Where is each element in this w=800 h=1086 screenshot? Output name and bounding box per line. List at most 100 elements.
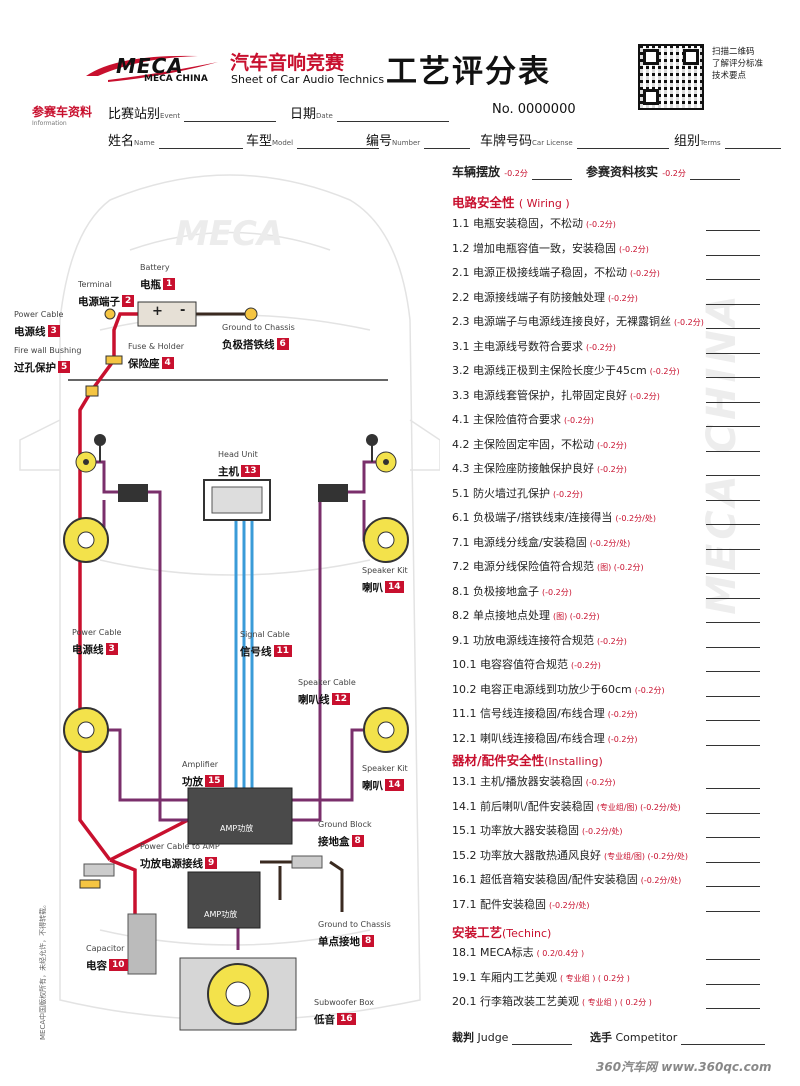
score-blank-line[interactable] (706, 254, 760, 256)
checklist-item[interactable]: 6.1 负极端子/搭铁线束/连接得当(-0.2分/处) (452, 511, 656, 526)
checklist-item[interactable]: 10.1 电容容值符合规范(-0.2分) (452, 658, 601, 673)
checklist-item[interactable]: 2.2 电源接线端子有防接触处理(-0.2分) (452, 291, 638, 306)
checklist-item[interactable]: 10.2 电容正电源线到功放少于60cm(-0.2分) (452, 683, 665, 698)
checklist-item[interactable]: 4.2 主保险固定牢固，不松动(-0.2分) (452, 438, 627, 453)
checklist-item-label: 11.1 信号线连接稳固/布线合理 (452, 707, 605, 720)
date-label-en: Date (316, 112, 333, 120)
checklist-item[interactable]: 15.2 功率放大器散热通风良好(专业组/图) (-0.2分/处) (452, 849, 688, 864)
checklist-item[interactable]: 2.3 电源端子与电源线连接良好，无裸露铜丝(-0.2分) (452, 315, 704, 330)
checklist-item[interactable]: 2.1 电源正极接线端子稳固，不松动(-0.2分) (452, 266, 660, 281)
score-blank-line[interactable] (706, 450, 760, 452)
score-blank-line[interactable] (706, 279, 760, 280)
checklist-item[interactable]: 19.1 车厢内工艺美观( 专业组 ) ( 0.2分 ) (452, 971, 630, 986)
check-parking[interactable]: 车辆摆放 -0.2分 (452, 163, 572, 180)
label-num: 12 (331, 692, 351, 705)
checklist-item[interactable]: 8.2 单点接地点处理(图) (-0.2分) (452, 609, 600, 624)
checklist-item[interactable]: 4.1 主保险值符合要求(-0.2分) (452, 413, 594, 428)
score-blank-line[interactable] (706, 861, 760, 863)
score-blank-line[interactable] (706, 426, 760, 427)
score-blank-line[interactable] (706, 983, 760, 985)
date-field[interactable]: 日期Date (290, 103, 449, 122)
checklist-item[interactable]: 9.1 功放电源线连接符合规范(-0.2分) (452, 634, 627, 649)
checklist-item[interactable]: 3.3 电源线套管保护，扎带固定良好(-0.2分) (452, 389, 660, 404)
check-verify[interactable]: 参赛资料核实 -0.2分 (586, 163, 740, 180)
label-num: 3 (47, 324, 60, 337)
score-blank-line[interactable] (706, 597, 760, 599)
checklist-item[interactable]: 18.1 MECA标志( 0.2/0.4分 ) (452, 946, 584, 961)
checklist-item[interactable]: 11.1 信号线连接稳固/布线合理(-0.2分) (452, 707, 638, 722)
score-blank-line[interactable] (706, 377, 760, 378)
qr-code[interactable] (638, 44, 704, 110)
score-blank-line[interactable] (706, 573, 760, 574)
label-cn: 功放电源接线 (140, 858, 203, 870)
score-blank-line[interactable] (706, 886, 760, 887)
score-blank-line[interactable] (706, 622, 760, 623)
checklist-item[interactable]: 7.2 电源分线保险值符合规范(图) (-0.2分) (452, 560, 644, 575)
score-blank-line[interactable] (706, 328, 760, 329)
score-blank-line[interactable] (706, 695, 760, 697)
checklist-item[interactable]: 3.2 电源线正极到主保险长度少于45cm(-0.2分) (452, 364, 680, 379)
score-blank-line[interactable] (706, 401, 760, 403)
score-blank-line[interactable] (706, 837, 760, 838)
label-cn: 电源端子 (78, 296, 120, 308)
score-blank-line[interactable] (706, 788, 760, 789)
score-blank-line[interactable] (706, 475, 760, 476)
score-blank-line[interactable] (706, 959, 760, 960)
crossover-right (318, 484, 348, 502)
checklist-item-label: 5.1 防火墙过孔保护 (452, 486, 550, 500)
score-blank-line[interactable] (706, 352, 760, 354)
score-blank-line[interactable] (706, 910, 760, 912)
score-blank-line[interactable] (706, 230, 760, 231)
label-num: 3 (105, 642, 118, 655)
score-blank-line[interactable] (706, 646, 760, 648)
checklist-item[interactable]: 16.1 超低音箱安装稳固/配件安装稳固(-0.2分/处) (452, 873, 681, 888)
number-field[interactable]: 编号Number (366, 130, 471, 149)
checklist-item[interactable]: 13.1 主机/播放器安装稳固(-0.2分) (452, 775, 616, 790)
checklist-item-label: 15.1 功率放大器安装稳固 (452, 824, 579, 837)
checklist-item-deduction: (-0.2分) (585, 778, 616, 787)
score-blank-line[interactable] (706, 812, 760, 814)
checklist-item[interactable]: 15.1 功率放大器安装稳固(-0.2分/处) (452, 824, 623, 839)
score-blank-line[interactable] (706, 1008, 760, 1009)
checklist-item-deduction: (-0.2分) (571, 661, 601, 670)
checklist-item[interactable]: 20.1 行李箱改装工艺美观( 专业组 ) ( 0.2分 ) (452, 995, 652, 1010)
label-num: 15 (205, 774, 224, 787)
competitor-field[interactable]: 选手 Competitor (590, 1029, 765, 1045)
checklist-item[interactable]: 17.1 配件安装稳固(-0.2分/处) (452, 898, 590, 913)
amplifier-bottom (187, 871, 261, 929)
checklist-item[interactable]: 1.1 电瓶安装稳固，不松动(-0.2分) (452, 217, 616, 232)
name-field[interactable]: 姓名Name (108, 130, 243, 149)
checklist-item-label: 16.1 超低音箱安装稳固/配件安装稳固 (452, 873, 638, 886)
event-field[interactable]: 比赛站别Event (108, 103, 277, 122)
license-field[interactable]: 车牌号码Car License (480, 130, 669, 149)
event-label-en: Event (160, 112, 181, 120)
label-en: Power Cable (14, 310, 64, 319)
checklist-item[interactable]: 7.1 电源线分线盒/安装稳固(-0.2分/处) (452, 536, 630, 551)
checklist-item[interactable]: 12.1 喇叭线连接稳固/布线合理(-0.2分) (452, 732, 638, 747)
checklist-item-label: 9.1 功放电源线连接符合规范 (452, 633, 594, 647)
checklist-item-label: 10.2 电容正电源线到功放少于60cm (452, 682, 632, 696)
score-blank-line[interactable] (706, 548, 760, 550)
score-blank-line[interactable] (706, 499, 760, 501)
judge-field[interactable]: 裁判 Judge (452, 1029, 572, 1045)
checklist-item[interactable]: 4.3 主保险座防接触保护良好(-0.2分) (452, 462, 627, 477)
checklist-item-label: 12.1 喇叭线连接稳固/布线合理 (452, 731, 605, 745)
terms-field[interactable]: 组别Terms (674, 130, 781, 149)
checklist-item[interactable]: 5.1 防火墙过孔保护(-0.2分) (452, 487, 583, 502)
score-blank-line[interactable] (706, 720, 760, 721)
model-field[interactable]: 车型Model (246, 130, 380, 149)
score-blank-line[interactable] (706, 671, 760, 672)
checklist-item[interactable]: 8.1 负极接地盒子(-0.2分) (452, 585, 572, 600)
checklist-item[interactable]: 14.1 前后喇叭/配件安装稳固(专业组/图) (-0.2分/处) (452, 800, 681, 815)
label-en: Fuse & Holder (128, 342, 185, 351)
checklist-item[interactable]: 3.1 主电源线号数符合要求(-0.2分) (452, 340, 616, 355)
score-blank-line[interactable] (706, 303, 760, 305)
score-blank-line[interactable] (706, 744, 760, 746)
checklist-item-deduction: (-0.2分/处) (640, 876, 682, 885)
checklist-item[interactable]: 1.2 增加电瓶容值一致，安装稳固(-0.2分) (452, 242, 649, 257)
label-num: 9 (205, 856, 218, 869)
label-num: 14 (385, 580, 404, 593)
checklist-item-deduction: (专业组/图) (-0.2分/处) (604, 851, 689, 861)
score-blank-line[interactable] (706, 524, 760, 525)
